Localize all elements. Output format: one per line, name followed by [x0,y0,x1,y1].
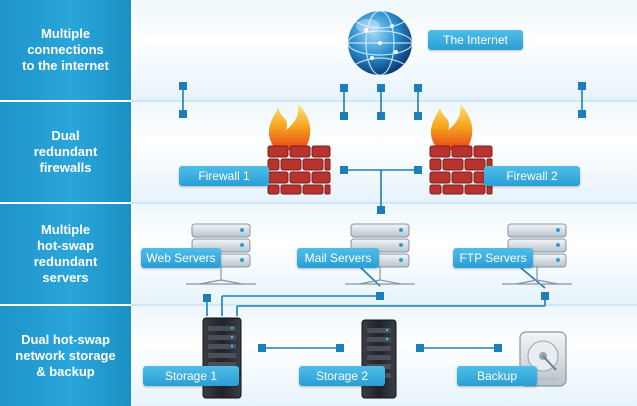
mail-server-icon [345,223,415,285]
row-title-servers: Multiple hot-swap redundant servers [0,204,131,304]
row-title-firewalls: Dual redundant firewalls [0,102,131,202]
storage-1-label: Storage 1 [143,366,239,386]
globe-icon [347,10,413,76]
firewall-2-label: Firewall 2 [484,166,580,186]
backup-label: Backup [457,366,537,386]
row-divider [131,202,637,204]
firewall-2-icon [429,104,493,195]
sidebar: Multiple connections to the internet Dua… [0,0,131,406]
storage-1-tower-icon [202,317,242,399]
row-title-text: Multiple hot-swap redundant servers [33,222,98,285]
internet-label: The Internet [428,30,523,50]
connector-nodes [179,82,586,352]
row-title-text: Dual hot-swap network storage & backup [15,332,116,379]
storage-2-tower-icon [361,319,397,399]
row-title-internet: Multiple connections to the internet [0,0,131,100]
mail-servers-label: Mail Servers [297,248,379,268]
ftp-servers-label: FTP Servers [453,248,533,268]
row-divider [131,100,637,102]
storage-2-label: Storage 2 [299,366,385,386]
row-title-storage: Dual hot-swap network storage & backup [0,306,131,406]
row-title-text: Dual redundant firewalls [33,128,98,175]
row-title-text: Multiple connections to the internet [22,26,109,73]
firewall-1-icon [267,104,331,195]
row-divider [131,304,637,306]
connector-lines [182,86,583,349]
firewall-1-label: Firewall 1 [179,166,269,186]
web-servers-label: Web Servers [141,248,221,268]
